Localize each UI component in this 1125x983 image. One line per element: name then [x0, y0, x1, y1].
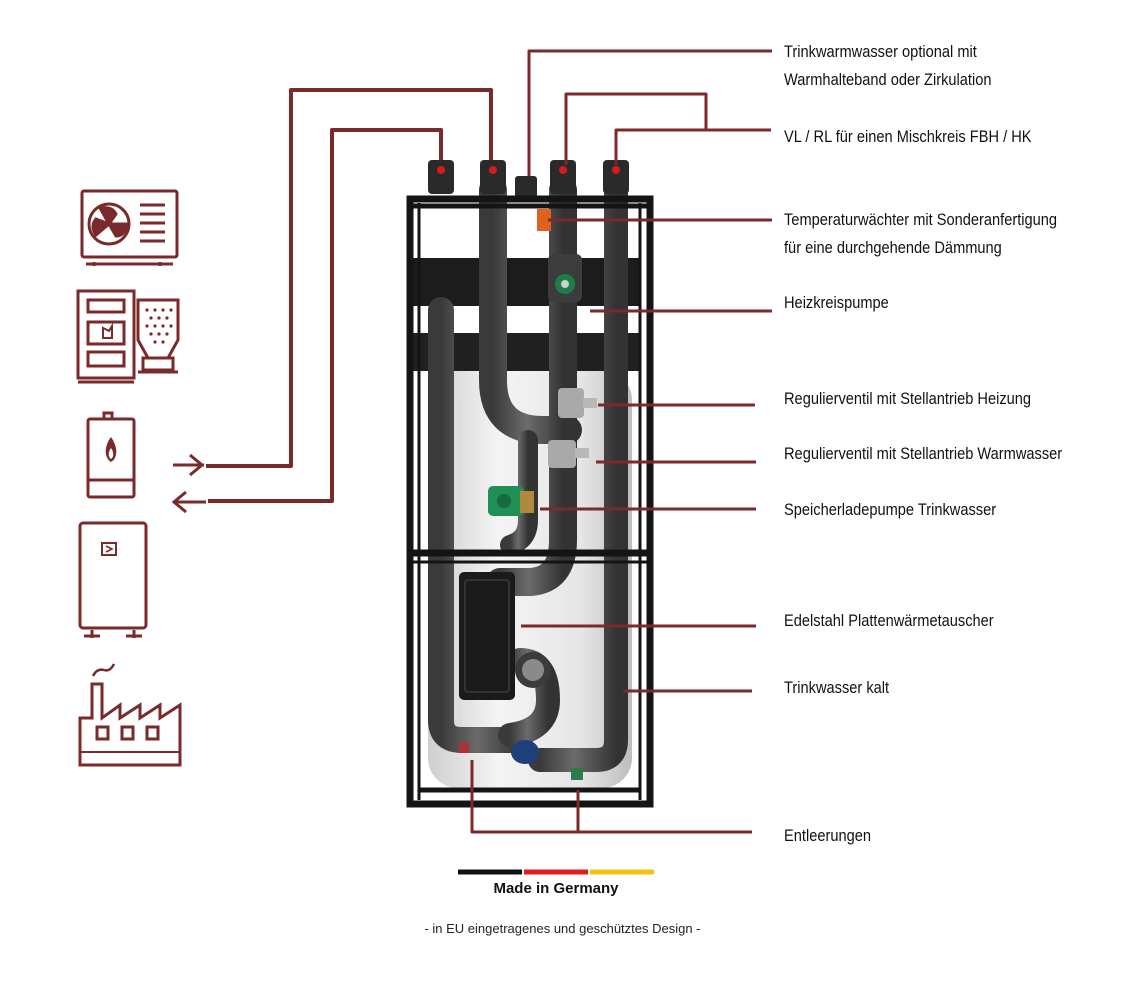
- label-line: Speicherladepumpe Trinkwasser: [784, 500, 997, 519]
- label-line: Regulierventil mit Stellantrieb Warmwass…: [784, 444, 1063, 463]
- pellet-boiler-icon: [76, 289, 180, 384]
- label-line: Temperaturwächter mit Sonderanfertigung: [784, 210, 1058, 229]
- label-line: VL / RL für einen Mischkreis FBH / HK: [784, 127, 1032, 146]
- leader-line-vl-rl-second: [614, 128, 706, 165]
- heat-pump-outdoor-unit-icon: [80, 189, 179, 266]
- source-return-connection-line: [208, 128, 443, 503]
- label-regulierventil-heizung: Regulierventil mit Stellantrieb Heizung: [784, 385, 1031, 413]
- leader-line-entleerungen: [470, 760, 752, 834]
- district-heating-factory-icon: [78, 663, 182, 767]
- label-trinkwasser-kalt: Trinkwasser kalt: [784, 674, 889, 702]
- source-flow-connection-line: [206, 88, 493, 468]
- temperature-sensor: [537, 209, 551, 231]
- label-line: Regulierventil mit Stellantrieb Heizung: [784, 389, 1032, 408]
- electric-heater-icon: [78, 521, 148, 638]
- label-line: für eine durchgehende Dämmung: [784, 238, 1002, 257]
- module-frame: [406, 195, 654, 808]
- insulated-pipe: [528, 178, 628, 772]
- insulated-pipe: [428, 297, 533, 753]
- leader-line-vl-rl: [564, 92, 771, 165]
- label-line: Trinkwarmwasser optional mit: [784, 42, 977, 61]
- label-trinkwarmwasser: Trinkwarmwasser optional mit Warmhalteba…: [784, 38, 991, 94]
- insulated-pipe: [500, 430, 538, 555]
- label-plattenwaermetauscher: Edelstahl Plattenwärmetauscher: [784, 607, 994, 635]
- label-line: Entleerungen: [784, 826, 871, 845]
- leader-line-trinkwarmwasser: [527, 49, 772, 176]
- control-valve-heating: [558, 388, 597, 418]
- label-line: Warmhalteband oder Zirkulation: [784, 70, 992, 89]
- label-heizkreispumpe: Heizkreispumpe: [784, 289, 889, 317]
- insulated-pipe: [486, 176, 577, 596]
- insulated-pipe: [479, 176, 582, 444]
- flow-out-arrow-icon: [171, 490, 206, 514]
- heating-circuit-pump: [548, 254, 582, 302]
- label-temperaturwaechter: Temperaturwächter mit Sonderanfertigung …: [784, 206, 1057, 262]
- label-line: Edelstahl Plattenwärmetauscher: [784, 611, 994, 630]
- storage-charging-pump: [488, 486, 534, 516]
- label-speicherladepumpe: Speicherladepumpe Trinkwasser: [784, 496, 996, 524]
- label-line: Heizkreispumpe: [784, 293, 889, 312]
- label-vl-rl: VL / RL für einen Mischkreis FBH / HK: [784, 123, 1032, 151]
- module-unit: [406, 160, 654, 808]
- control-valve-hot-water: [548, 440, 589, 468]
- gas-boiler-icon: [86, 411, 136, 499]
- made-in-germany-text: Made in Germany: [493, 880, 619, 897]
- label-entleerungen: Entleerungen: [784, 822, 871, 850]
- plate-heat-exchanger: [459, 572, 515, 700]
- flow-in-arrow-icon: [173, 453, 205, 477]
- label-line: Trinkwasser kalt: [784, 678, 890, 697]
- label-regulierventil-warmwasser: Regulierventil mit Stellantrieb Warmwass…: [784, 440, 1062, 468]
- design-note: - in EU eingetragenes und geschütztes De…: [424, 921, 701, 936]
